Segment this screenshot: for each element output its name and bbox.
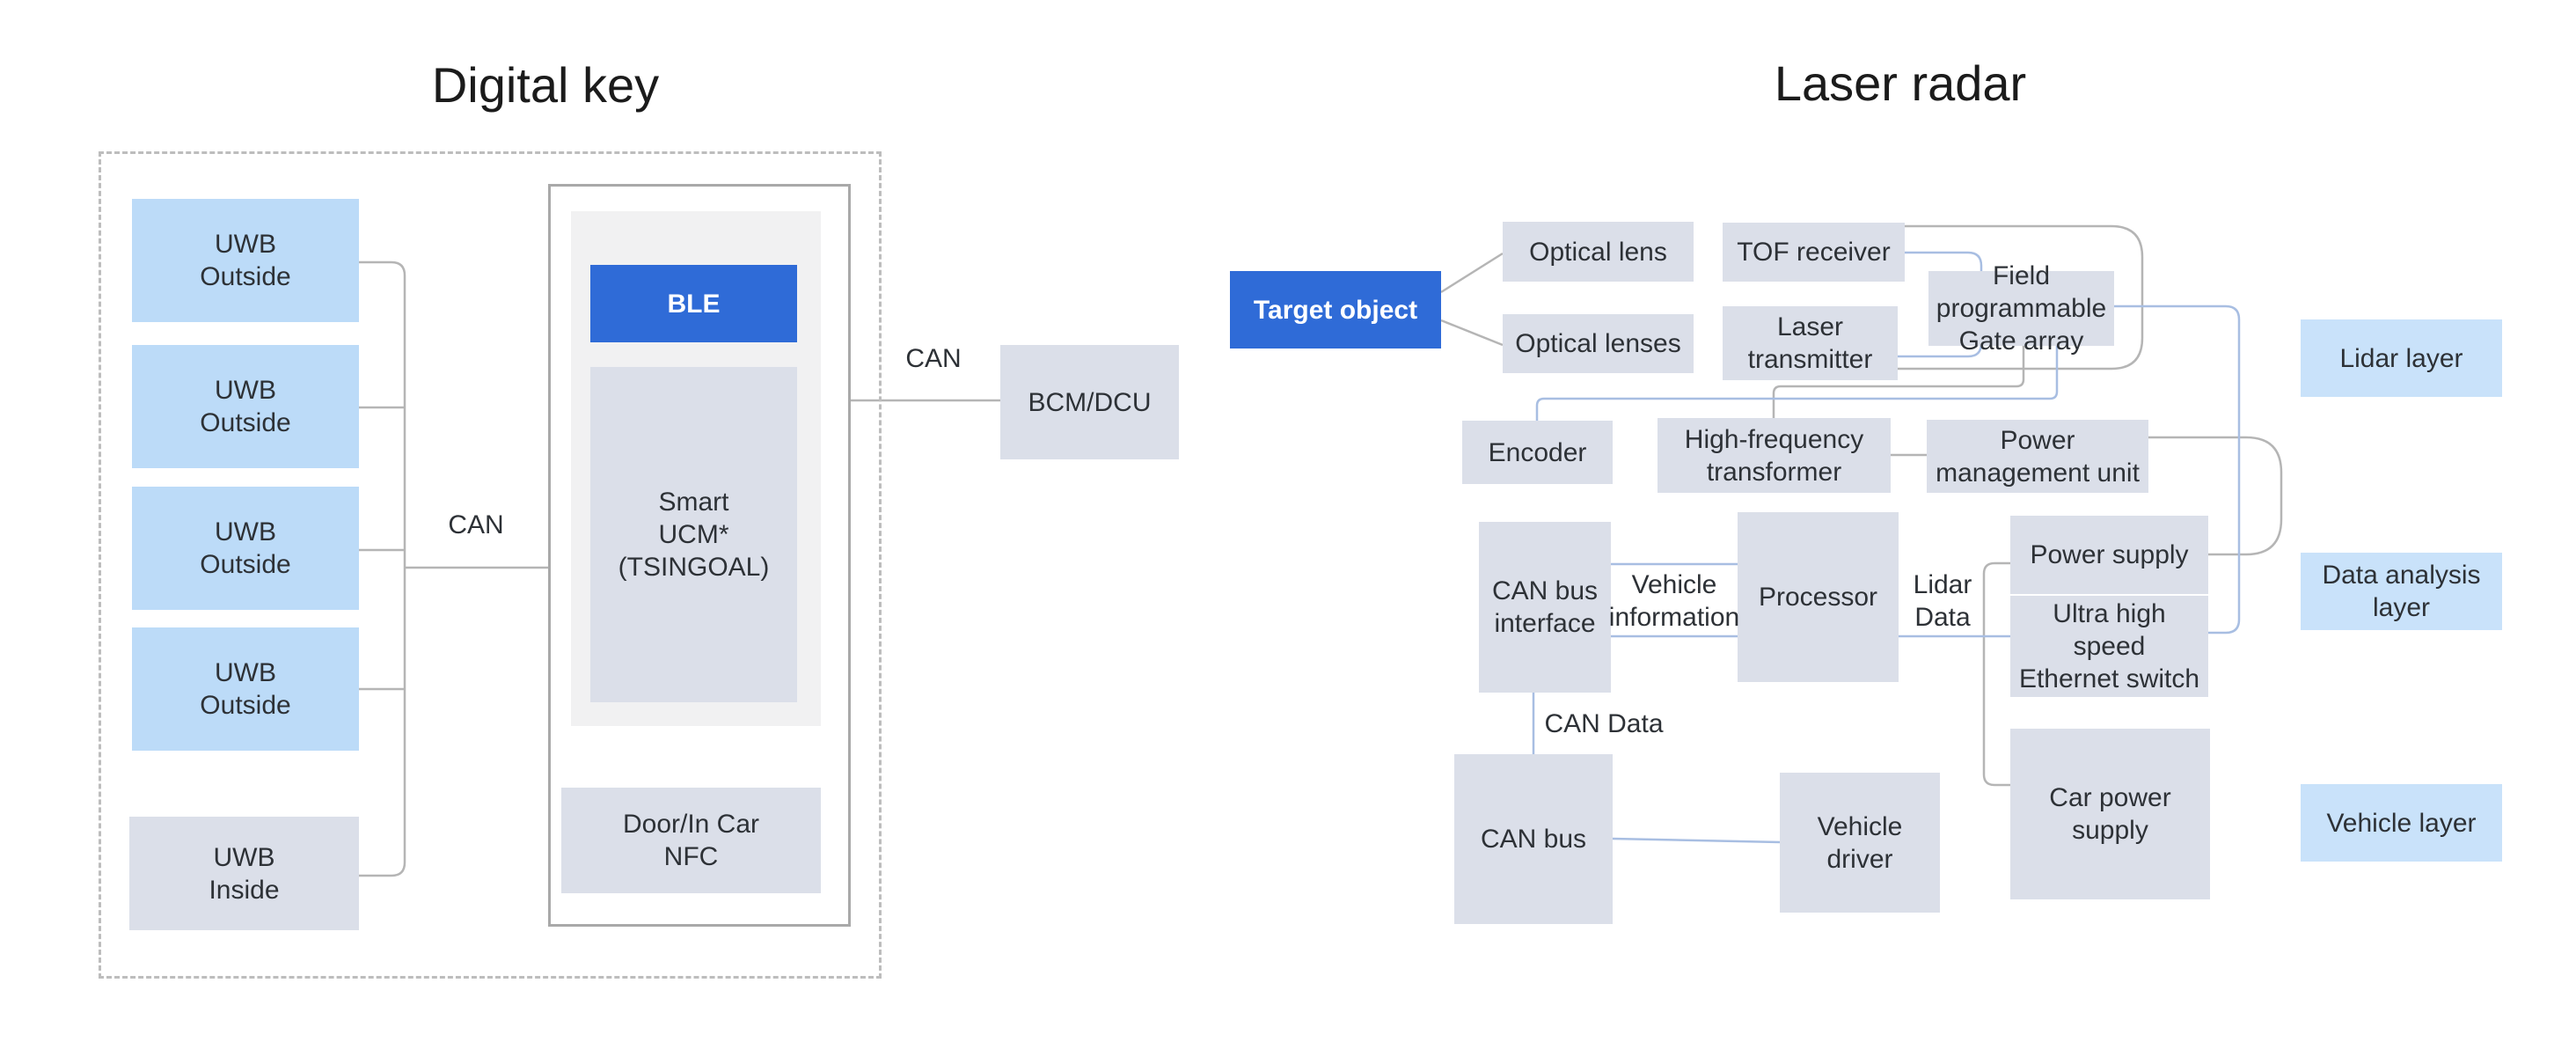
fpga-hft-line (1772, 346, 2025, 418)
uwb-outside-2-box: UWB Outside (132, 345, 359, 468)
ethernet-switch-box: Ultra high speed Ethernet switch (2010, 596, 2208, 697)
processor-box: Processor (1738, 512, 1899, 682)
data-analysis-layer-box: Data analysis layer (2301, 553, 2502, 630)
ble-box: BLE (590, 265, 797, 342)
target-object-box: Target object (1230, 271, 1441, 348)
power-management-unit-box: Power management unit (1927, 420, 2148, 493)
smart-ucm-box: Smart UCM* (TSINGOAL) (590, 367, 797, 702)
tof-receiver-box: TOF receiver (1723, 223, 1905, 282)
can-bus-interface-box: CAN bus interface (1479, 522, 1611, 693)
power-supply-box: Power supply (2010, 516, 2208, 594)
lidar-layer-box: Lidar layer (2301, 319, 2502, 397)
lidar-data-label: Lidar Data (1913, 570, 1972, 632)
pmu-powersupply-line (2148, 436, 2283, 556)
tof-lasertx-loop (1888, 224, 2144, 370)
encoder-box: Encoder (1462, 421, 1613, 484)
laser-transmitter-box: Laser transmitter (1723, 306, 1898, 380)
can-data-label: CAN Data (1544, 708, 1664, 738)
vehicle-layer-box: Vehicle layer (2301, 784, 2502, 862)
hf-transformer-box: High-frequency transformer (1658, 418, 1891, 493)
powersupply-carpower-bracket (1982, 561, 2010, 787)
car-power-supply-box: Car power supply (2010, 729, 2210, 899)
target-opticallenses-line (1440, 319, 1504, 347)
uwb-outside-4-box: UWB Outside (132, 627, 359, 751)
vehicle-driver-box: Vehicle driver (1780, 773, 1940, 913)
blue-connectors (1532, 251, 2241, 844)
canbus-vehicledriver-line (1612, 837, 1781, 844)
digital-key-title: Digital key (431, 57, 660, 113)
uwb-outside-3-box: UWB Outside (132, 487, 359, 610)
optical-lens-box: Optical lens (1503, 222, 1694, 282)
nfc-box: Door/In Car NFC (561, 788, 821, 893)
fpga-ethernet-line (2114, 304, 2241, 635)
bcm-dcu-box: BCM/DCU (1000, 345, 1179, 459)
vehicle-information-label: Vehicle information (1608, 570, 1740, 632)
uwb-outside-1-box: UWB Outside (132, 199, 359, 322)
uwb-inside-box: UWB Inside (129, 817, 359, 930)
fpga-encoder-line (1535, 346, 2059, 421)
digital-key-boundary (99, 151, 882, 979)
can-label-right: CAN (905, 343, 962, 373)
optical-lenses-box: Optical lenses (1503, 314, 1694, 373)
target-opticallens-line (1440, 252, 1504, 294)
fpga-box: Field programmable Gate array (1928, 261, 2114, 356)
uwb-bus-line (359, 260, 406, 877)
can-bus-box: CAN bus (1454, 754, 1613, 924)
can-label-left: CAN (448, 510, 504, 539)
laser-radar-title: Laser radar (1774, 55, 2027, 111)
